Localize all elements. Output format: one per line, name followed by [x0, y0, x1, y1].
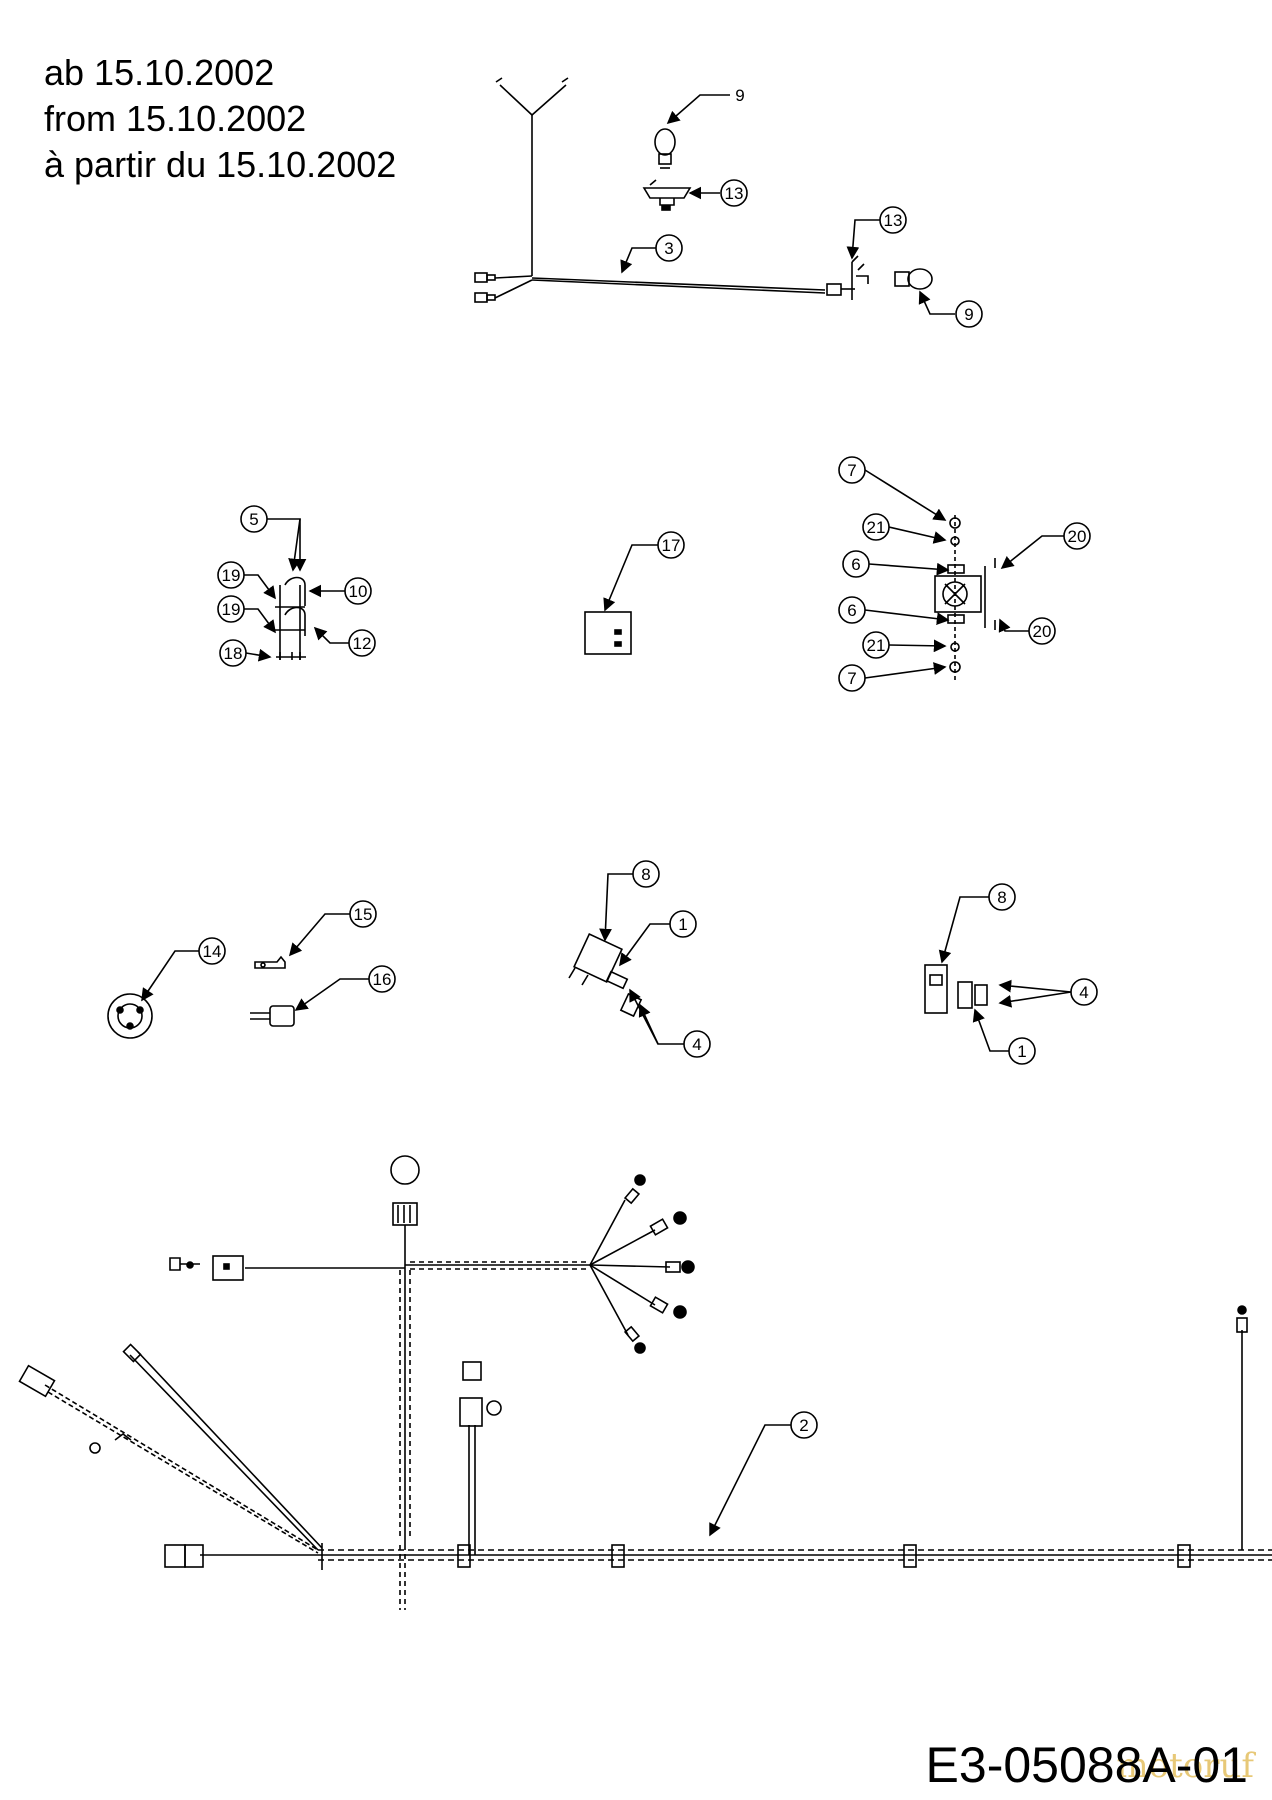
valid-from-de: ab 15.10.2002 — [44, 52, 275, 93]
callout-key-16: 16 — [373, 970, 392, 989]
watermark-logo: motoruf — [1116, 1746, 1254, 1786]
callout-lightswitch-20a: 20 — [1068, 527, 1087, 546]
callout-switch-19a: 19 — [222, 566, 241, 585]
ignition-group — [107, 900, 396, 1039]
callout-fuse-right-8: 8 — [997, 888, 1006, 907]
callout-key-15: 15 — [354, 905, 373, 924]
callout-ignition-14: 14 — [203, 942, 222, 961]
callout-fuse-left-4: 4 — [692, 1035, 701, 1054]
callout-lightswitch-7a: 7 — [847, 461, 856, 480]
callout-top-bulb-9: 9 — [735, 86, 744, 105]
callout-right-socket-13: 13 — [884, 211, 903, 230]
valid-from-en: from 15.10.2002 — [44, 98, 307, 139]
callout-lightswitch-20b: 20 — [1033, 622, 1052, 641]
callout-labels: 9 13 3 13 9 5 19 10 19 12 18 17 7 21 20 … — [203, 86, 1089, 1435]
callouts-top — [620, 94, 983, 328]
rear-light-harness-group — [474, 77, 933, 303]
callout-switch-10: 10 — [349, 582, 368, 601]
light-switch-group — [838, 456, 1091, 692]
callout-switch-5: 5 — [249, 510, 258, 529]
main-harness-group — [18, 1155, 1272, 1610]
callout-fuse-right-1: 1 — [1017, 1042, 1026, 1061]
callout-lightswitch-21b: 21 — [867, 636, 886, 655]
callout-main-harness-2: 2 — [799, 1416, 808, 1435]
relay-group — [584, 531, 685, 655]
callout-lightswitch-7b: 7 — [847, 669, 856, 688]
callout-switch-19b: 19 — [222, 600, 241, 619]
callout-relay-17: 17 — [662, 536, 681, 555]
callout-harness-3: 3 — [664, 239, 673, 258]
fuse-holder-left-group — [568, 860, 711, 1058]
callout-right-bulb-9: 9 — [964, 305, 973, 324]
callout-lightswitch-21a: 21 — [867, 518, 886, 537]
callout-lightswitch-6a: 6 — [851, 555, 860, 574]
valid-from-fr: à partir du 15.10.2002 — [44, 144, 397, 185]
callout-fuse-left-1: 1 — [678, 915, 687, 934]
switch-assembly-group — [217, 505, 376, 667]
callout-switch-18: 18 — [224, 644, 243, 663]
callout-switch-12: 12 — [353, 634, 372, 653]
fuse-holder-right-group — [924, 883, 1098, 1065]
callout-top-socket-13: 13 — [725, 184, 744, 203]
callout-lightswitch-6b: 6 — [847, 601, 856, 620]
document-code: E3-05088A-01 — [925, 1737, 1248, 1793]
callout-fuse-right-4: 4 — [1079, 983, 1088, 1002]
callout-fuse-left-8: 8 — [641, 865, 650, 884]
